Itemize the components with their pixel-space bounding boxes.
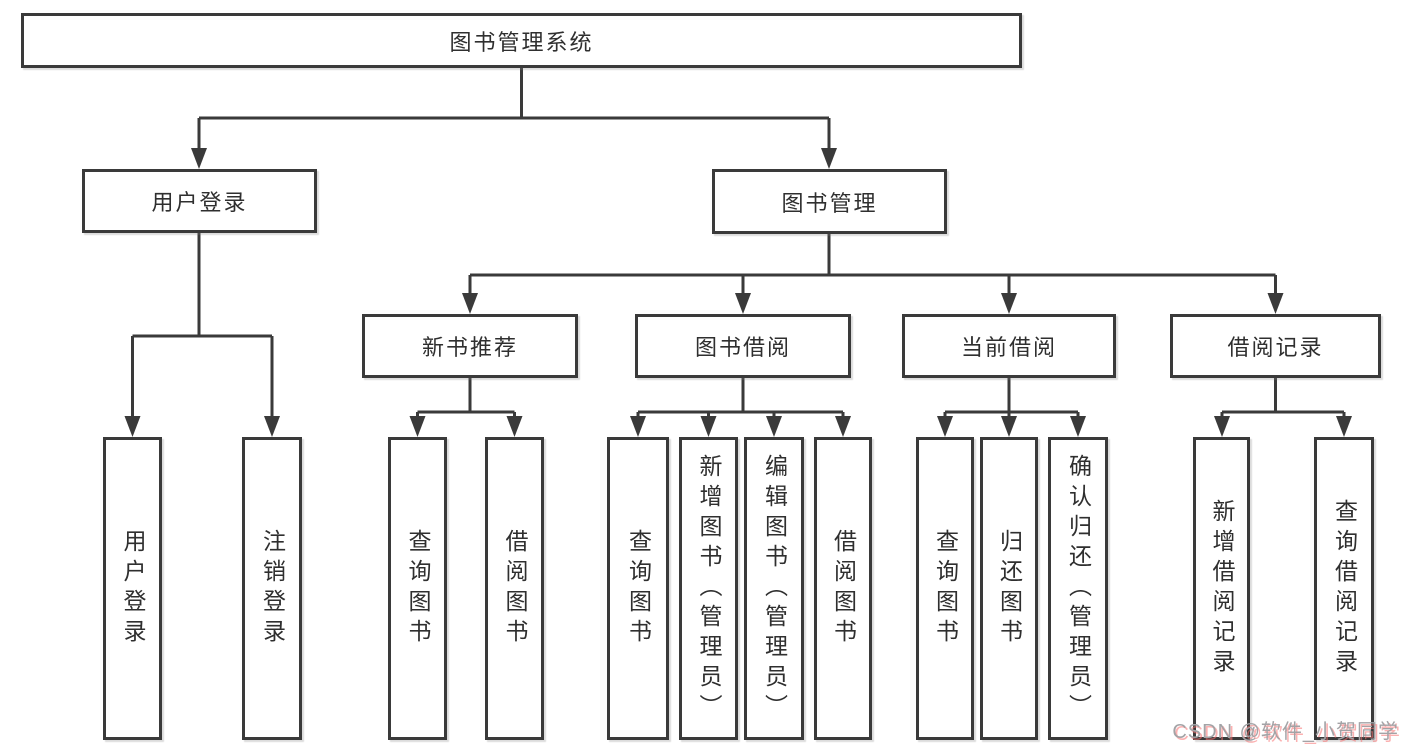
leaf-user-login: 用户登录: [103, 437, 162, 740]
node-borrow-records-label: 借阅记录: [1227, 335, 1324, 360]
node-book-borrow: 图书借阅: [635, 314, 851, 378]
leaf-query-borrow-record-label: 查询借阅记录: [1331, 498, 1358, 679]
node-new-book-recommend: 新书推荐: [362, 314, 578, 378]
node-user-login-label: 用户登录: [151, 190, 248, 215]
leaf-borrow-books-recommend: 借阅图书: [485, 437, 544, 740]
leaf-edit-books-admin: 编辑图书（管理员）: [744, 437, 804, 740]
leaf-borrow-books-recommend-label: 借阅图书: [502, 528, 528, 649]
leaf-query-books-recommend-label: 查询图书: [405, 528, 431, 649]
leaf-confirm-return-admin-label: 确认归还（管理员）: [1065, 453, 1092, 724]
leaf-query-books-current-label: 查询图书: [932, 528, 959, 649]
leaf-return-books-label: 归还图书: [996, 528, 1023, 649]
leaf-add-borrow-record: 新增借阅记录: [1193, 437, 1250, 740]
node-new-book-recommend-label: 新书推荐: [421, 335, 518, 360]
leaf-borrow-books: 借阅图书: [814, 437, 872, 740]
node-current-borrow: 当前借阅: [902, 314, 1116, 378]
leaf-query-books-current: 查询图书: [916, 437, 974, 740]
leaf-borrow-books-label: 借阅图书: [830, 528, 857, 649]
node-book-borrow-label: 图书借阅: [694, 335, 791, 360]
leaf-query-books-borrow-label: 查询图书: [625, 528, 652, 649]
leaf-query-books-recommend: 查询图书: [388, 437, 447, 740]
leaf-add-borrow-record-label: 新增借阅记录: [1209, 498, 1235, 679]
leaf-query-borrow-record: 查询借阅记录: [1314, 437, 1374, 740]
leaf-user-login-label: 用户登录: [120, 528, 146, 649]
node-book-management: 图书管理: [712, 169, 947, 234]
node-user-login: 用户登录: [82, 169, 317, 233]
node-current-borrow-label: 当前借阅: [960, 335, 1057, 360]
node-borrow-records: 借阅记录: [1170, 314, 1381, 378]
leaf-return-books: 归还图书: [980, 437, 1038, 740]
leaf-add-books-admin-label: 新增图书（管理员）: [696, 453, 722, 724]
leaf-edit-books-admin-label: 编辑图书（管理员）: [761, 453, 788, 724]
leaf-logout: 注销登录: [242, 437, 302, 740]
node-book-management-label: 图书管理: [781, 190, 878, 216]
node-root-label: 图书管理系统: [449, 29, 594, 55]
leaf-add-books-admin: 新增图书（管理员）: [679, 437, 738, 740]
leaf-confirm-return-admin: 确认归还（管理员）: [1048, 437, 1108, 740]
node-root: 图书管理系统: [21, 13, 1022, 68]
leaf-query-books-borrow: 查询图书: [607, 437, 669, 740]
leaf-logout-label: 注销登录: [259, 528, 286, 649]
